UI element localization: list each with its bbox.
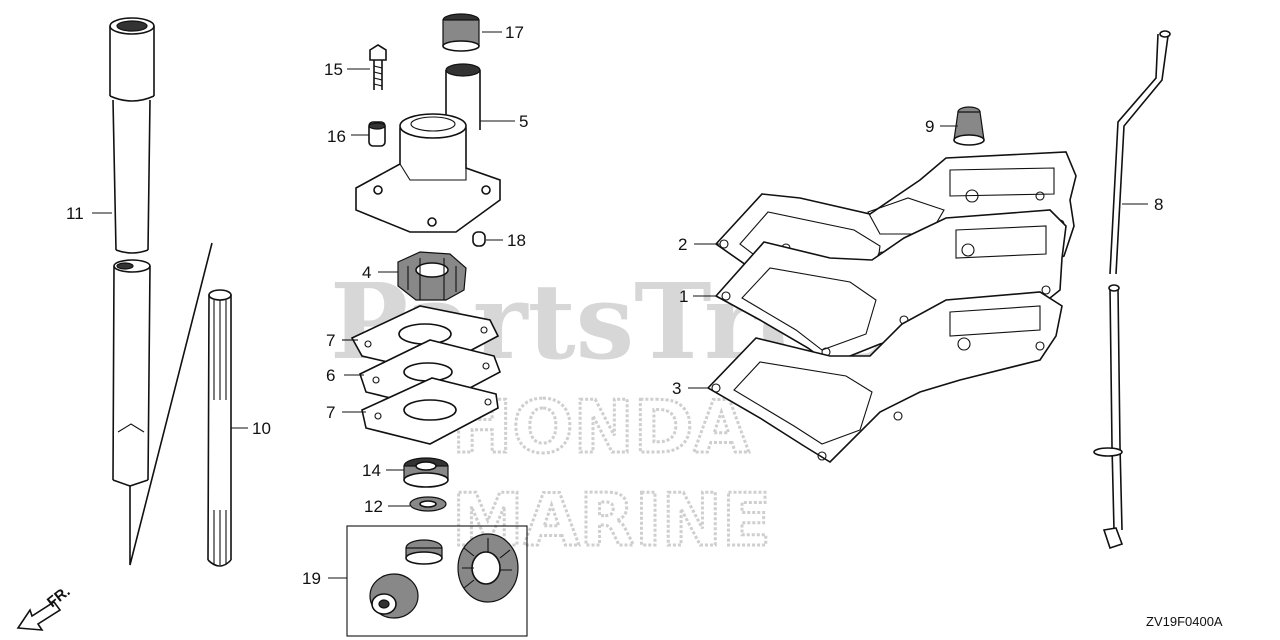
part-10-grommet[interactable]: [442, 13, 480, 52]
part-9-grommet[interactable]: [953, 106, 985, 146]
callout-4[interactable]: 4: [362, 263, 371, 282]
front-arrow-icon: [16, 600, 62, 631]
part-19-gear-set[interactable]: [346, 525, 528, 637]
callout-17[interactable]: 14: [362, 461, 381, 480]
part-4-impeller[interactable]: [397, 251, 467, 301]
part-14-washer[interactable]: [409, 496, 447, 512]
callout-3[interactable]: 3: [672, 379, 681, 398]
callout-19[interactable]: 19: [302, 569, 321, 588]
callout-1[interactable]: 1: [679, 287, 688, 306]
callout-5[interactable]: 5: [519, 112, 528, 131]
callout-10[interactable]: 17: [505, 23, 524, 42]
callout-2[interactable]: 2: [678, 235, 687, 254]
part-8-rod[interactable]: [1093, 30, 1171, 550]
part-7-lower-gasket[interactable]: [361, 377, 499, 445]
watermark-honda: HONDA: [452, 385, 749, 469]
callout-7-lower[interactable]: 7: [326, 403, 335, 422]
callout-7-upper[interactable]: 7: [326, 331, 335, 350]
part-6-plate[interactable]: [359, 339, 501, 409]
callout-12[interactable]: 10: [252, 419, 271, 438]
callouts: 11 10 15 16 17 5 18 4 7 6 7 14 12 19 2 1…: [66, 23, 1163, 588]
part-15-bolt[interactable]: [369, 44, 387, 90]
callout-14[interactable]: 12: [364, 497, 383, 516]
part-5-pump-housing[interactable]: [355, 63, 501, 233]
callout-11[interactable]: 11: [66, 204, 84, 223]
front-direction-indicator: FR.: [16, 583, 74, 631]
part-3-gasket[interactable]: [706, 291, 1063, 464]
callout-6[interactable]: 6: [326, 366, 335, 385]
part-11-shaft-tube[interactable]: [109, 17, 155, 487]
callout-15[interactable]: 15: [324, 60, 343, 79]
part-12-drive-shaft[interactable]: [129, 242, 232, 567]
part-16-dowel-pin[interactable]: [368, 121, 386, 147]
part-17-oil-seal[interactable]: [403, 457, 449, 488]
part-7-upper-gasket[interactable]: [350, 305, 500, 373]
diagram-code: ZV19F0400A: [1146, 614, 1223, 629]
callout-8[interactable]: 8: [1154, 195, 1163, 214]
callout-9[interactable]: 9: [925, 117, 934, 136]
leader-lines: [92, 31, 1148, 579]
callout-16[interactable]: 16: [327, 127, 346, 146]
part-18-seal[interactable]: [472, 231, 486, 247]
callout-18[interactable]: 18: [507, 231, 526, 250]
